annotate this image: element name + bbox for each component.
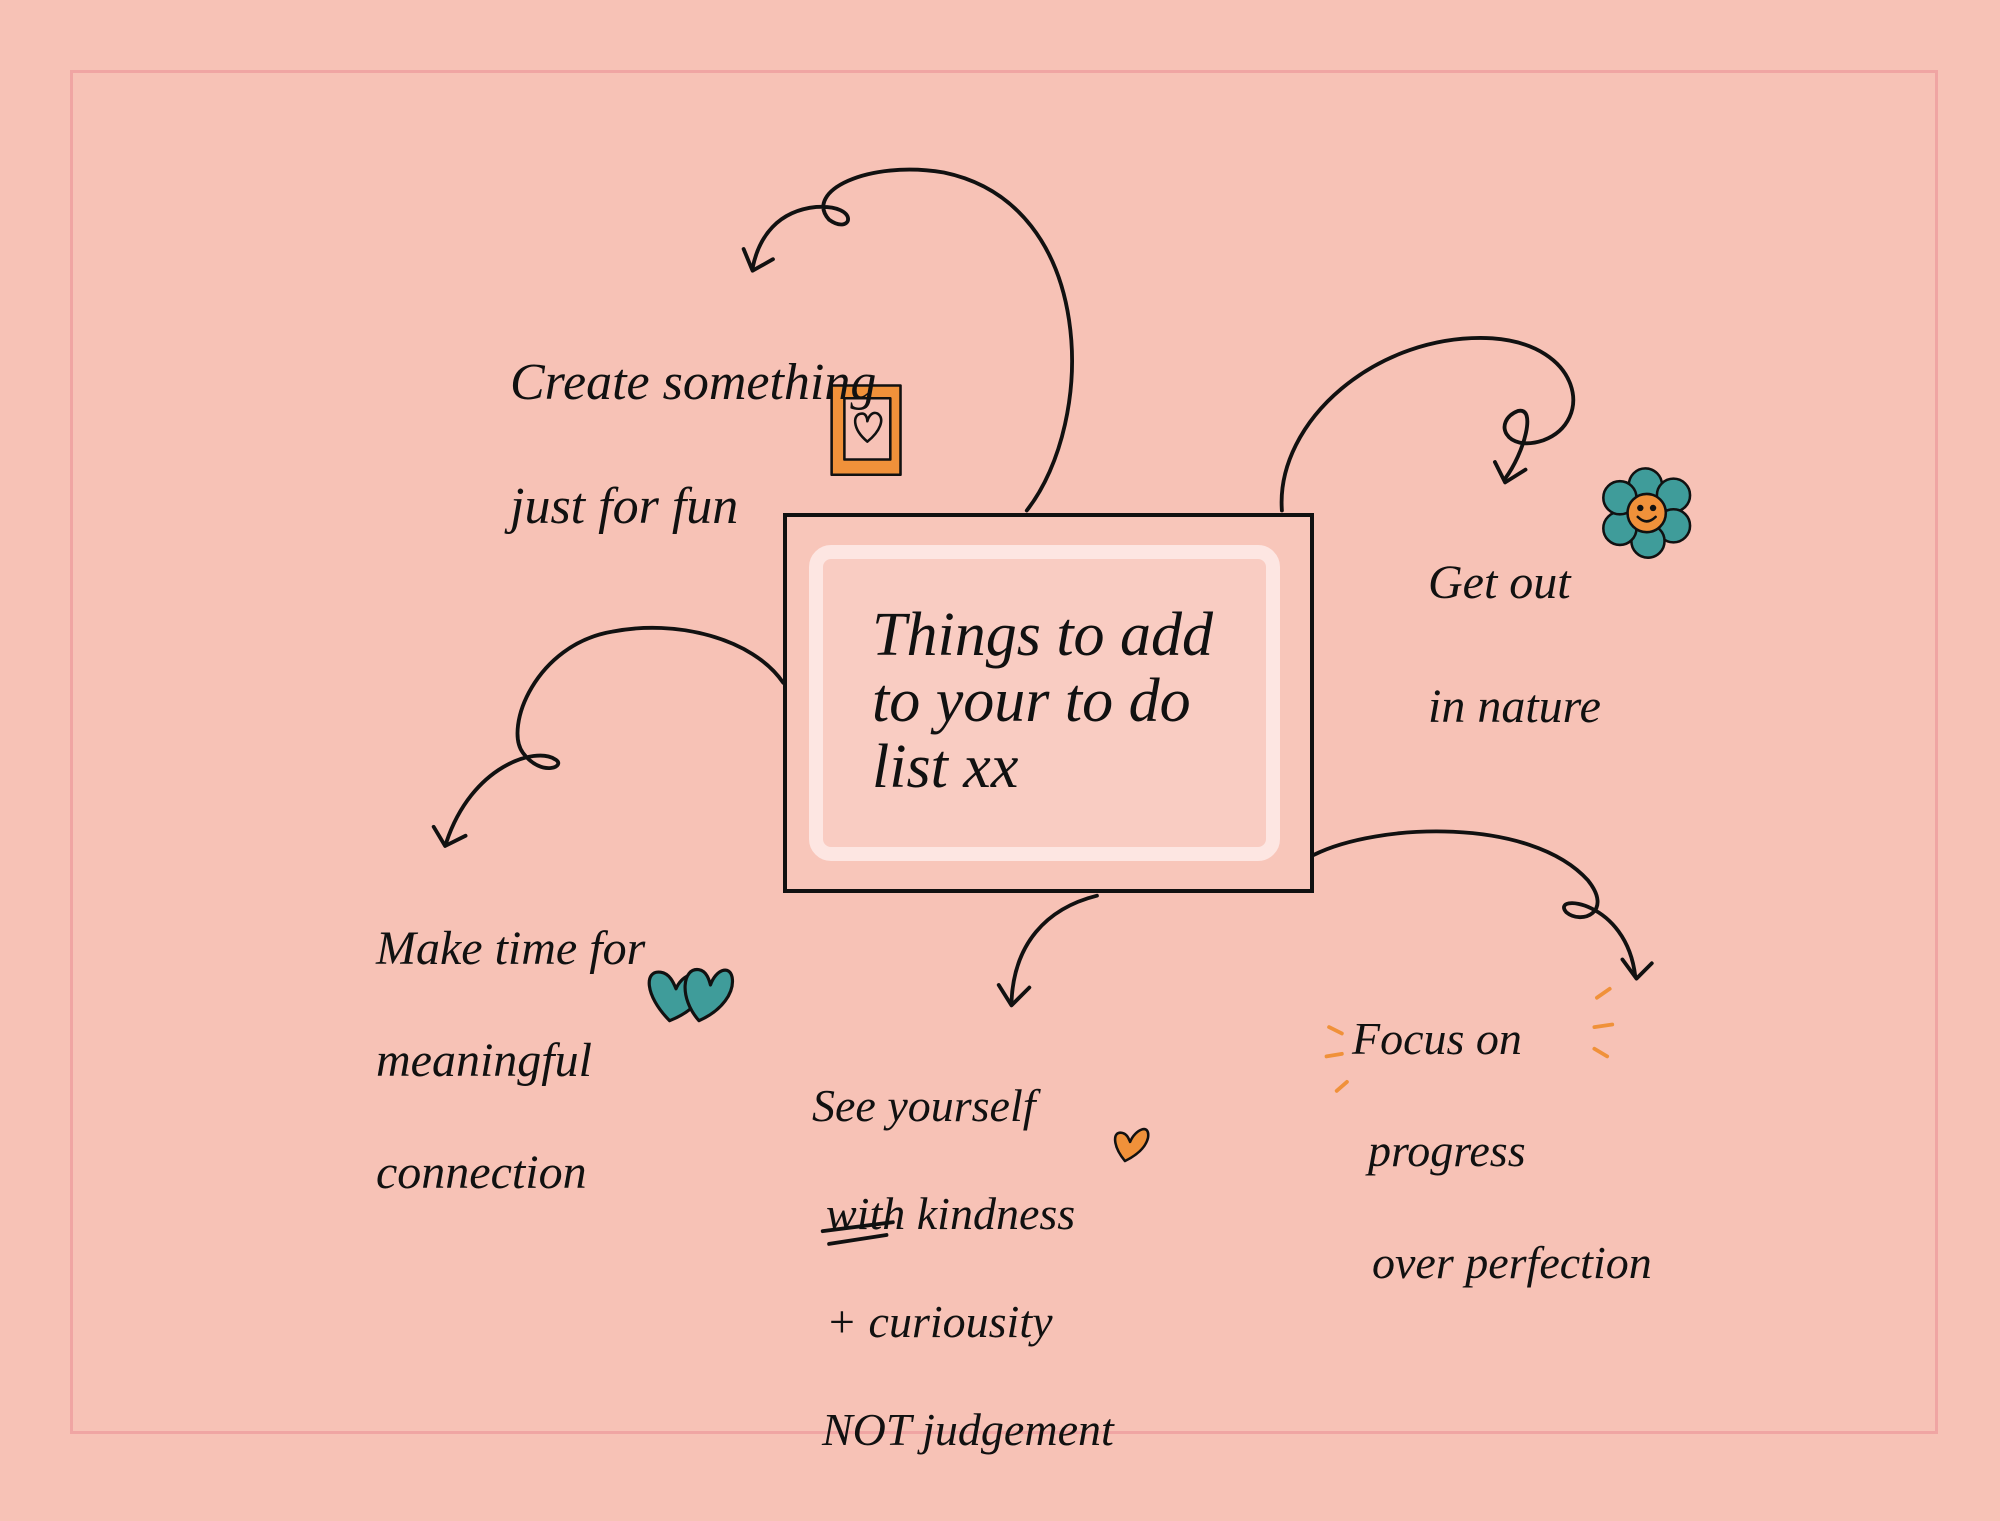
heart-frame-icon — [830, 384, 902, 477]
central-card-inner — [809, 545, 1280, 861]
note-line: See yourself — [812, 1080, 1036, 1131]
two-hearts-icon — [647, 968, 734, 1023]
note-line: over perfection — [1372, 1237, 1652, 1288]
note-line: + curiousity — [826, 1296, 1053, 1347]
note-line: in nature — [1428, 680, 1601, 733]
note-line: just for fun — [510, 478, 739, 535]
arrow-to-kindness — [996, 893, 1099, 1008]
not-underline — [820, 1220, 895, 1246]
arrow-to-create — [741, 167, 1074, 513]
note-nature: Get out in nature — [1428, 490, 1601, 800]
note-line: NOT judgement — [822, 1404, 1114, 1455]
central-card: Things to add to your to do list xx — [783, 513, 1314, 893]
heart-icon — [1113, 1127, 1150, 1163]
note-line: Make time for — [376, 922, 646, 975]
note-kindness: See yourself with kindness + curiousity … — [812, 1025, 1114, 1511]
arrow-to-nature — [1279, 336, 1576, 513]
note-progress: Focus on progress over perfection — [1352, 955, 1652, 1347]
note-line: connection — [376, 1146, 587, 1199]
note-line: meaningful — [376, 1034, 592, 1087]
page-border — [70, 70, 1938, 1434]
note-line: with kindness — [826, 1188, 1076, 1239]
note-line: Focus on — [1352, 1013, 1522, 1064]
note-line: Get out — [1428, 556, 1571, 609]
note-create-for-fun: Create something just for fun — [510, 290, 876, 600]
note-line: Create something — [510, 354, 877, 411]
note-line: progress — [1368, 1125, 1526, 1176]
arrow-to-progress — [1311, 829, 1654, 981]
sparkle-rays-icon — [1324, 986, 1615, 1093]
smiling-flower-icon — [1602, 467, 1692, 559]
central-card-title: Things to add to your to do list xx — [872, 601, 1214, 801]
arrow-to-connection — [431, 625, 786, 848]
note-connection: Make time for meaningful connection — [376, 865, 645, 1257]
